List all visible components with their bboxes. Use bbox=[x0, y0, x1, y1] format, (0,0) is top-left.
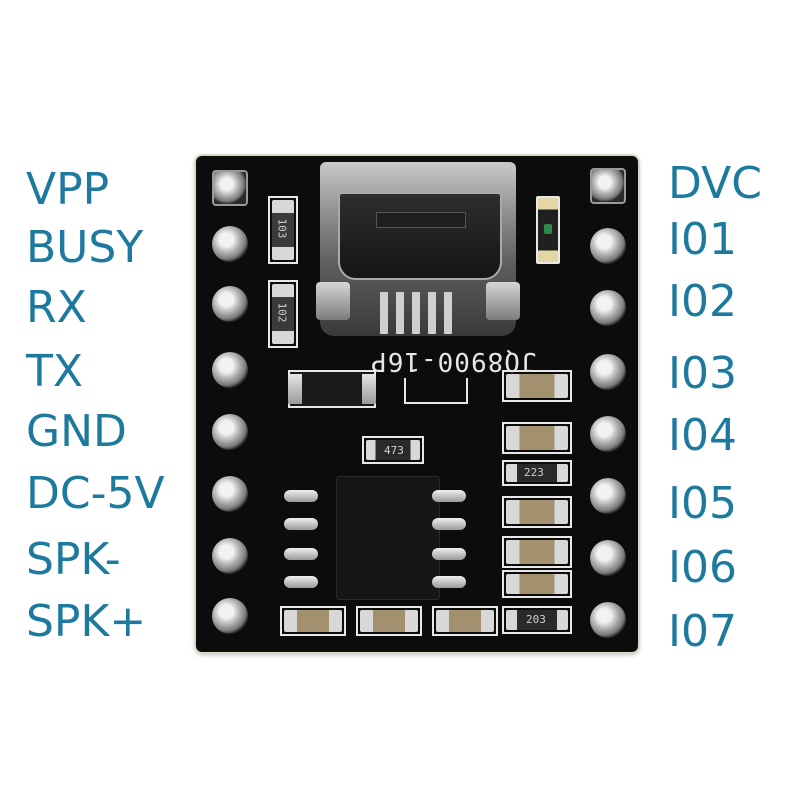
silk-bracket bbox=[404, 378, 468, 404]
pin-label-busy: BUSY bbox=[26, 222, 144, 273]
pad-left-3 bbox=[212, 286, 248, 322]
pad-left-7 bbox=[212, 538, 248, 574]
pad-right-3 bbox=[590, 290, 626, 326]
pad-left-1 bbox=[212, 170, 248, 206]
status-led bbox=[536, 196, 560, 264]
pad-left-8 bbox=[212, 598, 248, 634]
amplifier-ic bbox=[336, 476, 440, 600]
pad-right-7 bbox=[590, 540, 626, 576]
pcb-board: 103 102 JQ8900-16P 473 bbox=[196, 156, 638, 652]
pin-label-gnd: GND bbox=[26, 406, 127, 457]
pad-right-2 bbox=[590, 228, 626, 264]
capacitor-c6 bbox=[280, 606, 346, 636]
pin-label-io1: I01 bbox=[668, 214, 737, 265]
sot-component bbox=[288, 370, 376, 408]
pad-right-8 bbox=[590, 602, 626, 638]
resistor-r2-outline: 102 bbox=[268, 280, 298, 348]
pad-left-4 bbox=[212, 352, 248, 388]
resistor-r5-outline: 203 bbox=[502, 606, 572, 634]
capacitor-c1 bbox=[502, 370, 572, 402]
pin-label-io3: I03 bbox=[668, 348, 737, 399]
pin-label-io6: I06 bbox=[668, 542, 737, 593]
pad-right-5 bbox=[590, 416, 626, 452]
resistor-r3-marking: 473 bbox=[384, 444, 404, 457]
pin-label-io4: I04 bbox=[668, 410, 737, 461]
capacitor-c2 bbox=[502, 422, 572, 454]
pin-label-spk-minus: SPK- bbox=[26, 534, 121, 585]
pad-right-4 bbox=[590, 354, 626, 390]
pad-right-1 bbox=[590, 168, 626, 204]
capacitor-c5 bbox=[502, 570, 572, 598]
pin-label-io2: I02 bbox=[668, 276, 737, 327]
resistor-r4-outline: 223 bbox=[502, 460, 572, 486]
pad-right-6 bbox=[590, 478, 626, 514]
resistor-r4-marking: 223 bbox=[524, 466, 544, 479]
capacitor-c7 bbox=[356, 606, 422, 636]
pad-left-6 bbox=[212, 476, 248, 512]
pad-left-5 bbox=[212, 414, 248, 450]
resistor-r1-outline: 103 bbox=[268, 196, 298, 264]
pad-left-2 bbox=[212, 226, 248, 262]
pin-label-dvc: DVC bbox=[668, 158, 762, 209]
pin-label-dc5v: DC-5V bbox=[26, 468, 165, 519]
pin-label-tx: TX bbox=[26, 346, 84, 397]
resistor-r5-marking: 203 bbox=[526, 613, 546, 626]
capacitor-c8 bbox=[432, 606, 498, 636]
usb-port-opening bbox=[338, 192, 502, 280]
capacitor-c3 bbox=[502, 496, 572, 528]
resistor-r3-outline: 473 bbox=[362, 436, 424, 464]
resistor-r1-marking: 103 bbox=[275, 218, 289, 239]
resistor-r2-marking: 102 bbox=[275, 302, 289, 323]
capacitor-c4 bbox=[502, 536, 572, 568]
pin-label-io7: I07 bbox=[668, 606, 737, 657]
pin-label-spk-plus: SPK+ bbox=[26, 596, 147, 647]
micro-usb-connector bbox=[316, 162, 520, 336]
pin-label-io5: I05 bbox=[668, 478, 737, 529]
pin-label-vpp: VPP bbox=[26, 164, 110, 215]
pin-label-rx: RX bbox=[26, 282, 87, 333]
